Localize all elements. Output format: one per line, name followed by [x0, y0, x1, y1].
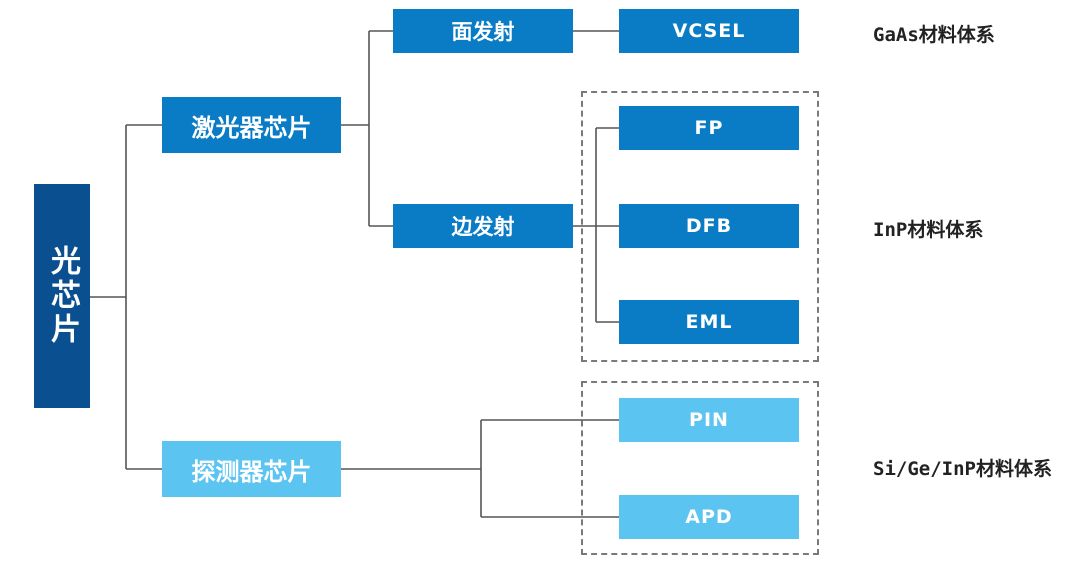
laser-chip-node: 激光器芯片: [162, 97, 341, 153]
gaas-system-label: GaAs材料体系: [873, 24, 995, 46]
edge-emitting-node: 边发射: [393, 204, 573, 248]
inp-group-box: [581, 91, 819, 362]
root-node: 光芯片: [34, 184, 90, 408]
pin-node: PIN: [619, 398, 799, 442]
inp-system-label: InP材料体系: [873, 219, 984, 241]
fp-node: FP: [619, 106, 799, 150]
detector-group-box: [581, 381, 819, 555]
surface-emitting-node: 面发射: [393, 9, 573, 53]
eml-node: EML: [619, 300, 799, 344]
dfb-node: DFB: [619, 204, 799, 248]
si-ge-inp-system-label: Si/Ge/InP材料体系: [873, 458, 1052, 480]
vcsel-node: VCSEL: [619, 9, 799, 53]
apd-node: APD: [619, 495, 799, 539]
detector-chip-node: 探测器芯片: [162, 441, 341, 497]
